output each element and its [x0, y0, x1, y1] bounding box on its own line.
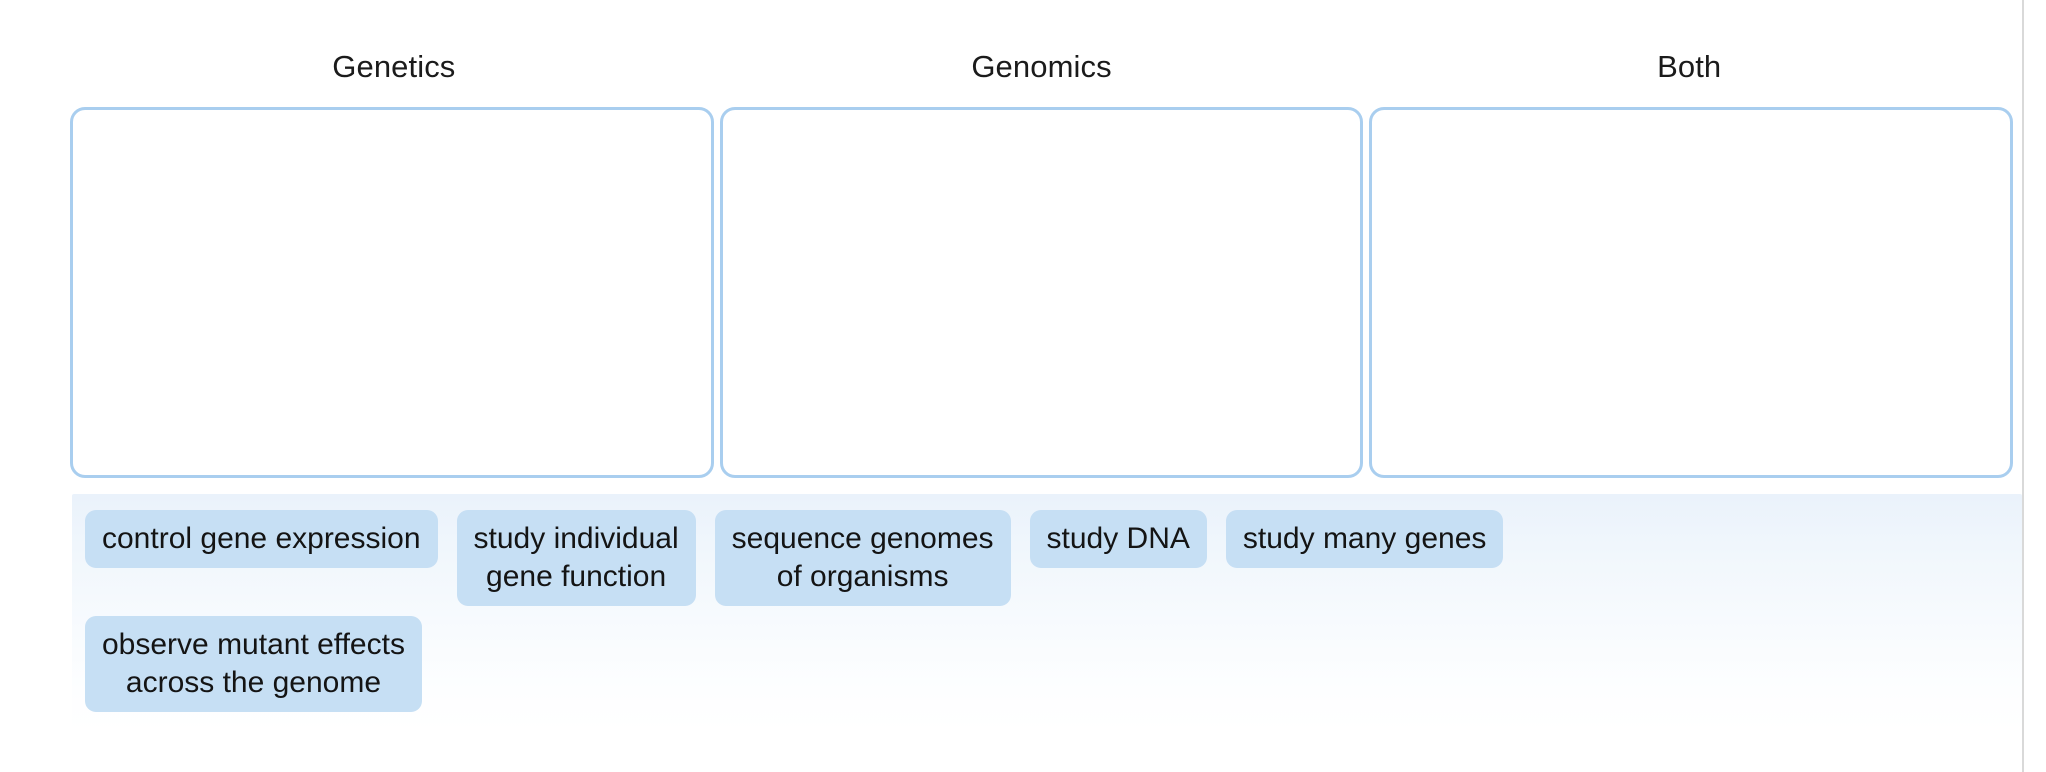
dropzone-both[interactable]: [1369, 107, 2014, 478]
dropzone-genetics[interactable]: [70, 107, 714, 478]
vertical-scrollbar[interactable]: [2022, 0, 2046, 772]
chip-sequence-genomes-of-organisms[interactable]: sequence genomes of organisms: [714, 510, 1011, 606]
column-header-both: Both: [1657, 49, 1722, 84]
chip-study-many-genes[interactable]: study many genes: [1225, 510, 1504, 568]
answer-chip-tray: control gene expression study individual…: [72, 494, 2022, 732]
column-header-genetics: Genetics: [332, 49, 456, 84]
dropzone-genomics[interactable]: [719, 107, 1364, 478]
chip-study-individual-gene-function[interactable]: study individual gene function: [456, 510, 696, 606]
chip-study-dna[interactable]: study DNA: [1029, 510, 1207, 568]
dropzone-row: [70, 107, 2014, 478]
column-header-genomics: Genomics: [971, 49, 1112, 84]
chip-row-1: control gene expression study individual…: [82, 510, 2022, 606]
column-headers: Genetics Genomics Both: [70, 44, 2013, 90]
chip-row-2: observe mutant effects across the genome: [82, 616, 2022, 712]
chip-observe-mutant-effects-across-the-genome[interactable]: observe mutant effects across the genome: [85, 616, 422, 712]
chip-control-gene-expression[interactable]: control gene expression: [85, 510, 438, 568]
